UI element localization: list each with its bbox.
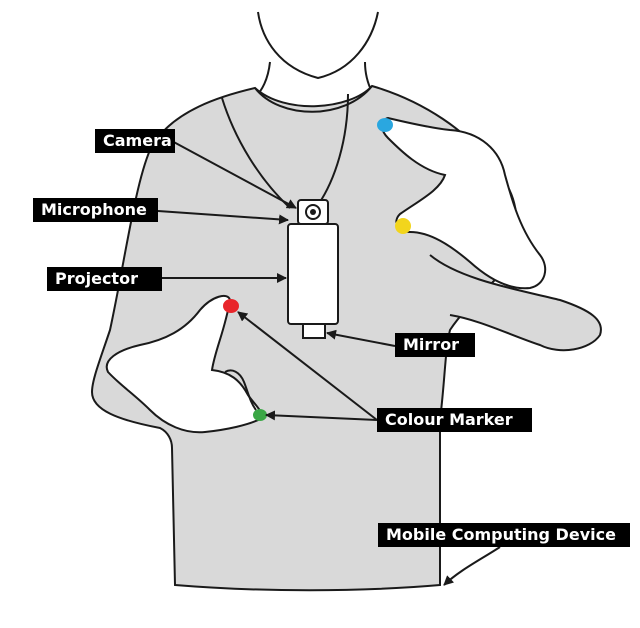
collar xyxy=(254,85,373,113)
head-outline xyxy=(257,11,379,80)
right-arm xyxy=(429,254,602,352)
projector-label: Projector xyxy=(47,267,162,291)
green-marker xyxy=(253,409,267,421)
upper-right-hand xyxy=(381,116,547,290)
projector-device xyxy=(287,223,339,325)
colour-marker-arrow-green xyxy=(265,410,378,421)
microphone-label: Microphone xyxy=(33,198,158,222)
camera-label: Camera xyxy=(95,129,175,153)
colour-marker-label: Colour Marker xyxy=(377,408,532,432)
camera-lens-center xyxy=(310,209,316,215)
mirror-arrow xyxy=(326,329,396,347)
yellow-marker xyxy=(395,218,411,234)
lower-hand-thumb xyxy=(224,369,257,411)
mobile-device-arrow xyxy=(443,546,501,586)
lower-left-hand xyxy=(105,294,264,434)
colour-marker-arrow-red xyxy=(237,311,378,421)
lanyard xyxy=(221,93,349,209)
mobile-computing-device-label: Mobile Computing Device xyxy=(378,523,630,547)
neck-outline xyxy=(254,61,373,99)
mirror-device xyxy=(302,323,326,339)
blue-marker xyxy=(377,118,393,132)
microphone-arrow xyxy=(157,210,289,225)
camera-arrow xyxy=(169,139,297,209)
mirror-label: Mirror xyxy=(395,333,475,357)
red-marker xyxy=(223,299,239,313)
